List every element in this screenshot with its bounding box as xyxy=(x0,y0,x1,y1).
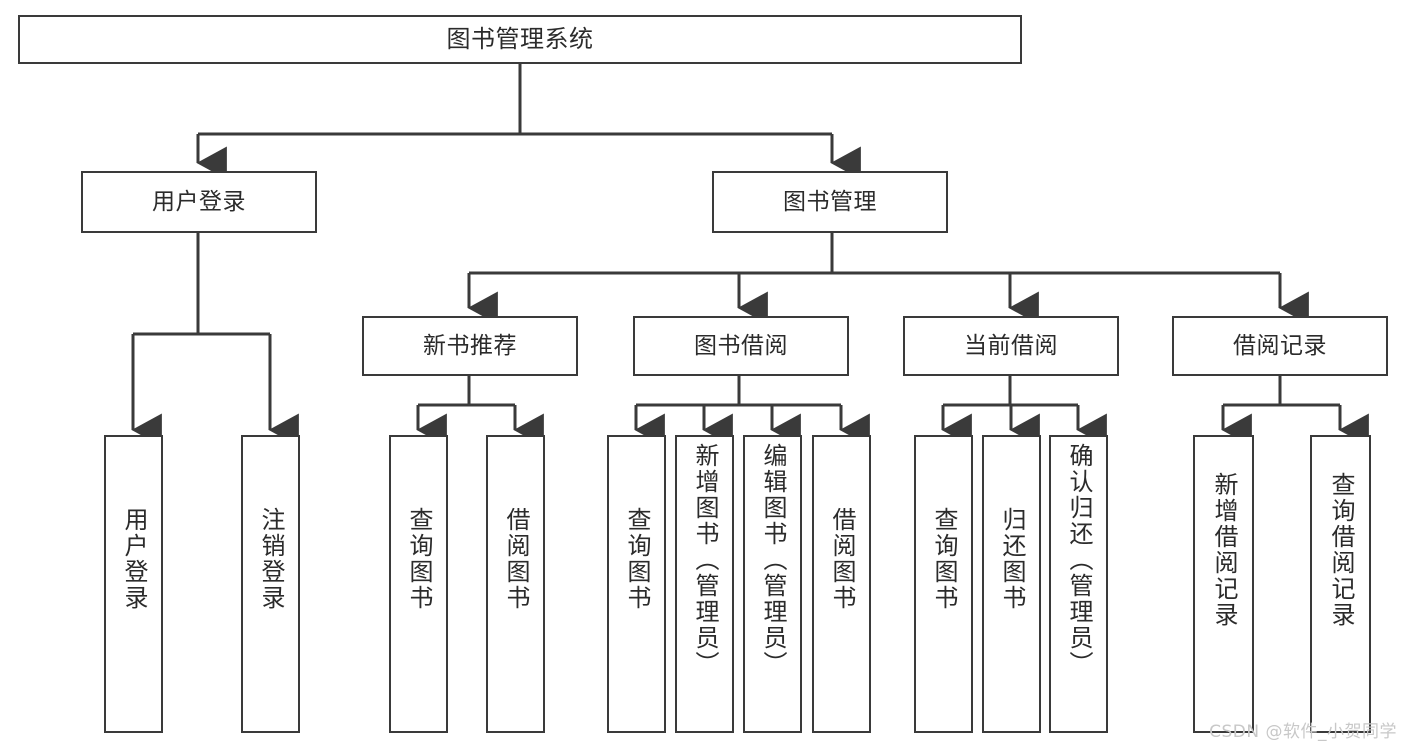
node-book-borrowing[interactable]: 图书借阅 xyxy=(633,316,849,376)
node-label: 新书推荐 xyxy=(423,332,517,359)
node-label: 确认归还（管理员） xyxy=(1064,443,1093,677)
leaf-logout[interactable]: 注销登录 xyxy=(241,435,300,733)
node-label: 图书管理 xyxy=(783,188,877,215)
node-borrow-records[interactable]: 借阅记录 xyxy=(1172,316,1388,376)
node-root-system[interactable]: 图书管理系统 xyxy=(18,15,1022,64)
node-label: 借阅图书 xyxy=(827,507,856,611)
node-label: 查询图书 xyxy=(929,507,958,611)
node-label: 图书借阅 xyxy=(694,332,788,359)
node-current-borrowing[interactable]: 当前借阅 xyxy=(903,316,1119,376)
leaf-add-book-admin[interactable]: 新增图书（管理员） xyxy=(675,435,734,733)
node-new-book-recommendation[interactable]: 新书推荐 xyxy=(362,316,578,376)
leaf-query-book-borrow[interactable]: 查询图书 xyxy=(607,435,666,733)
leaf-edit-book-admin[interactable]: 编辑图书（管理员） xyxy=(743,435,802,733)
node-label: 归还图书 xyxy=(997,507,1026,611)
node-label: 查询借阅记录 xyxy=(1326,472,1355,628)
node-label: 图书管理系统 xyxy=(446,24,594,53)
node-book-management[interactable]: 图书管理 xyxy=(712,171,948,233)
node-user-login[interactable]: 用户登录 xyxy=(81,171,317,233)
node-label: 用户登录 xyxy=(119,507,148,611)
node-label: 查询图书 xyxy=(404,507,433,611)
node-label: 查询图书 xyxy=(622,507,651,611)
leaf-query-book-newbook[interactable]: 查询图书 xyxy=(389,435,448,733)
node-label: 编辑图书（管理员） xyxy=(758,443,787,677)
leaf-return-book[interactable]: 归还图书 xyxy=(982,435,1041,733)
node-label: 借阅图书 xyxy=(501,507,530,611)
node-label: 用户登录 xyxy=(152,188,246,215)
node-label: 新增图书（管理员） xyxy=(690,443,719,677)
node-label: 当前借阅 xyxy=(964,332,1058,359)
node-label: 新增借阅记录 xyxy=(1209,472,1238,628)
node-label: 注销登录 xyxy=(256,507,285,611)
leaf-query-book-current[interactable]: 查询图书 xyxy=(914,435,973,733)
leaf-confirm-return-admin[interactable]: 确认归还（管理员） xyxy=(1049,435,1108,733)
node-label: 借阅记录 xyxy=(1233,332,1327,359)
leaf-borrow-book-newbook[interactable]: 借阅图书 xyxy=(486,435,545,733)
leaf-borrow-book[interactable]: 借阅图书 xyxy=(812,435,871,733)
leaf-add-borrow-record[interactable]: 新增借阅记录 xyxy=(1193,435,1254,733)
leaf-user-login[interactable]: 用户登录 xyxy=(104,435,163,733)
watermark-text: CSDN @软件_小贺同学 xyxy=(1209,722,1397,742)
leaf-query-borrow-record[interactable]: 查询借阅记录 xyxy=(1310,435,1371,733)
